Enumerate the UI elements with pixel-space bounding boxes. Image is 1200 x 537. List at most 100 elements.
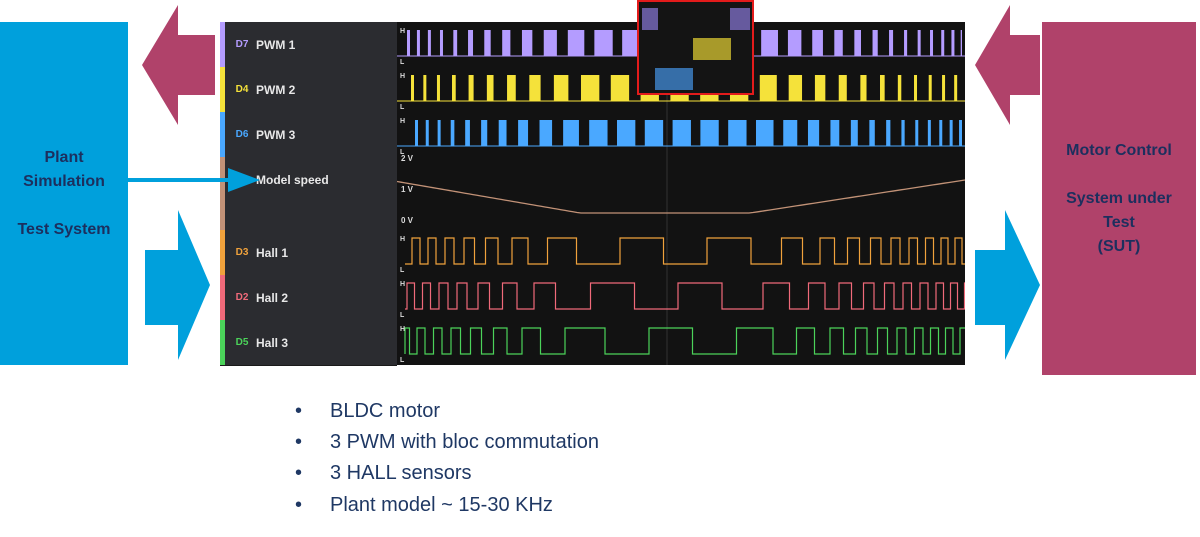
high-label: H [400, 73, 405, 80]
channel-name: Model speed [256, 173, 329, 187]
pwm-pulse [416, 30, 420, 56]
pwm-pulse [580, 75, 600, 101]
bullet-item: •BLDC motor [295, 400, 441, 422]
pwm-pulse [411, 75, 414, 101]
channel-id: D3 [235, 247, 249, 258]
pwm-pulse [484, 30, 491, 56]
inset-pwm3-burst [655, 68, 693, 90]
sut-line: Motor Control [1066, 141, 1172, 159]
channel-row[interactable]: D2 Hall 2 [220, 275, 397, 321]
channel-color-strip [220, 320, 225, 365]
pwm-pulse [423, 75, 427, 101]
channel-color-strip [220, 112, 225, 157]
channel-row[interactable]: D5 Hall 3 [220, 320, 397, 366]
bullet-item: •3 PWM with bloc commutation [295, 431, 599, 453]
pwm-pulse [543, 30, 557, 56]
pwm-pulse [539, 120, 553, 146]
channel-row[interactable]: D3 Hall 1 [220, 230, 397, 276]
pwm-pulse [755, 120, 774, 146]
channel-name: PWM 3 [256, 127, 296, 142]
pwm-pulse [939, 120, 943, 146]
pwm-pulse [783, 120, 798, 146]
model-speed-trace [397, 179, 965, 214]
high-label: H [400, 281, 405, 288]
pwm-pulse [915, 120, 919, 146]
pwm-pulse [553, 75, 569, 101]
pwm-pulse [807, 120, 820, 146]
high-label: H [400, 326, 405, 333]
pwm-pulse [436, 75, 440, 101]
pwm-pulse [814, 75, 826, 101]
channel-color-strip [220, 22, 225, 67]
pwm-pulse [759, 75, 777, 101]
pwm-pulse [672, 120, 691, 146]
pwm-pulse [700, 120, 719, 146]
pwm-pulse [928, 75, 932, 101]
pwm-pulse [563, 120, 579, 146]
pwm-pulse [904, 30, 908, 56]
sut-line: Test [1103, 213, 1135, 231]
channel-name: PWM 1 [256, 37, 296, 52]
plant-simulation-box: Plant Simulation Test System [0, 22, 128, 365]
pwm-pulse [589, 120, 608, 146]
pwm-pulse [897, 75, 902, 101]
channel-color-strip [220, 230, 225, 275]
pwm-pulse [529, 75, 541, 101]
pwm-pulse [830, 120, 840, 146]
pwm-pulse [812, 30, 823, 56]
channel-name: Hall 3 [256, 335, 289, 350]
pwm-pulse [927, 120, 931, 146]
pwm-pulse [451, 75, 456, 101]
pwm-pulse [941, 30, 945, 56]
pwm-pulse [610, 75, 630, 101]
channel-name: PWM 2 [256, 82, 296, 97]
inset-pwm1-burst [642, 8, 658, 30]
channel-id: D5 [235, 337, 249, 348]
pwm-pulse [930, 30, 934, 56]
pwm-pulse [468, 30, 474, 56]
high-label: H [400, 118, 405, 125]
channel-color-strip [220, 67, 225, 112]
high-label: H [400, 28, 405, 35]
pwm-pulse [481, 120, 488, 146]
high-label: H [400, 236, 405, 243]
pwm-pulse [917, 30, 921, 56]
pwm-pulse [450, 120, 455, 146]
pwm-pulse [486, 75, 494, 101]
pwm-pulse [838, 75, 847, 101]
logic-analyzer-panel: D7 PWM 1 D4 PWM 2 D6 PWM 3 Model speed D… [220, 22, 965, 366]
channel-row[interactable]: D6 PWM 3 [220, 112, 397, 158]
pwm-pulse [959, 120, 962, 146]
pwm-pulse [728, 120, 747, 146]
pwm-arrow-left-icon-right [975, 5, 1040, 125]
pwm-pulse [872, 30, 878, 56]
channel-row[interactable]: D4 PWM 2 [220, 67, 397, 113]
sut-line: (SUT) [1097, 237, 1141, 255]
pwm-pulse [850, 120, 858, 146]
plant-line: Test System [17, 220, 111, 238]
channel-id: D6 [235, 129, 249, 140]
pwm-pulse [901, 120, 905, 146]
speed-tick-label: 2 V [401, 154, 414, 163]
pwm-pulse [521, 30, 533, 56]
pwm-pulse [498, 120, 507, 146]
pwm-pulse [761, 30, 778, 56]
hall-arrow-right-icon [145, 210, 210, 360]
channel-color-strip [220, 157, 225, 230]
pwm-pulse [889, 30, 894, 56]
channel-row[interactable]: D7 PWM 1 [220, 22, 397, 68]
channel-name: Hall 2 [256, 290, 289, 305]
channel-row[interactable]: Model speed [220, 157, 397, 231]
inset-pwm2-burst [693, 38, 731, 60]
pwm-pulse [518, 120, 529, 146]
pwm-pulse [949, 120, 953, 146]
pwm-pulse [468, 75, 474, 101]
motor-control-box: Motor Control System under Test (SUT) [1042, 22, 1196, 375]
pwm-pulse [942, 75, 946, 101]
bullet-item: •3 HALL sensors [295, 462, 472, 484]
zoom-inset [637, 0, 754, 95]
pwm-pulse [787, 30, 802, 56]
hall-arrow-right-icon-right [975, 210, 1040, 360]
pwm-pulse [437, 120, 441, 146]
